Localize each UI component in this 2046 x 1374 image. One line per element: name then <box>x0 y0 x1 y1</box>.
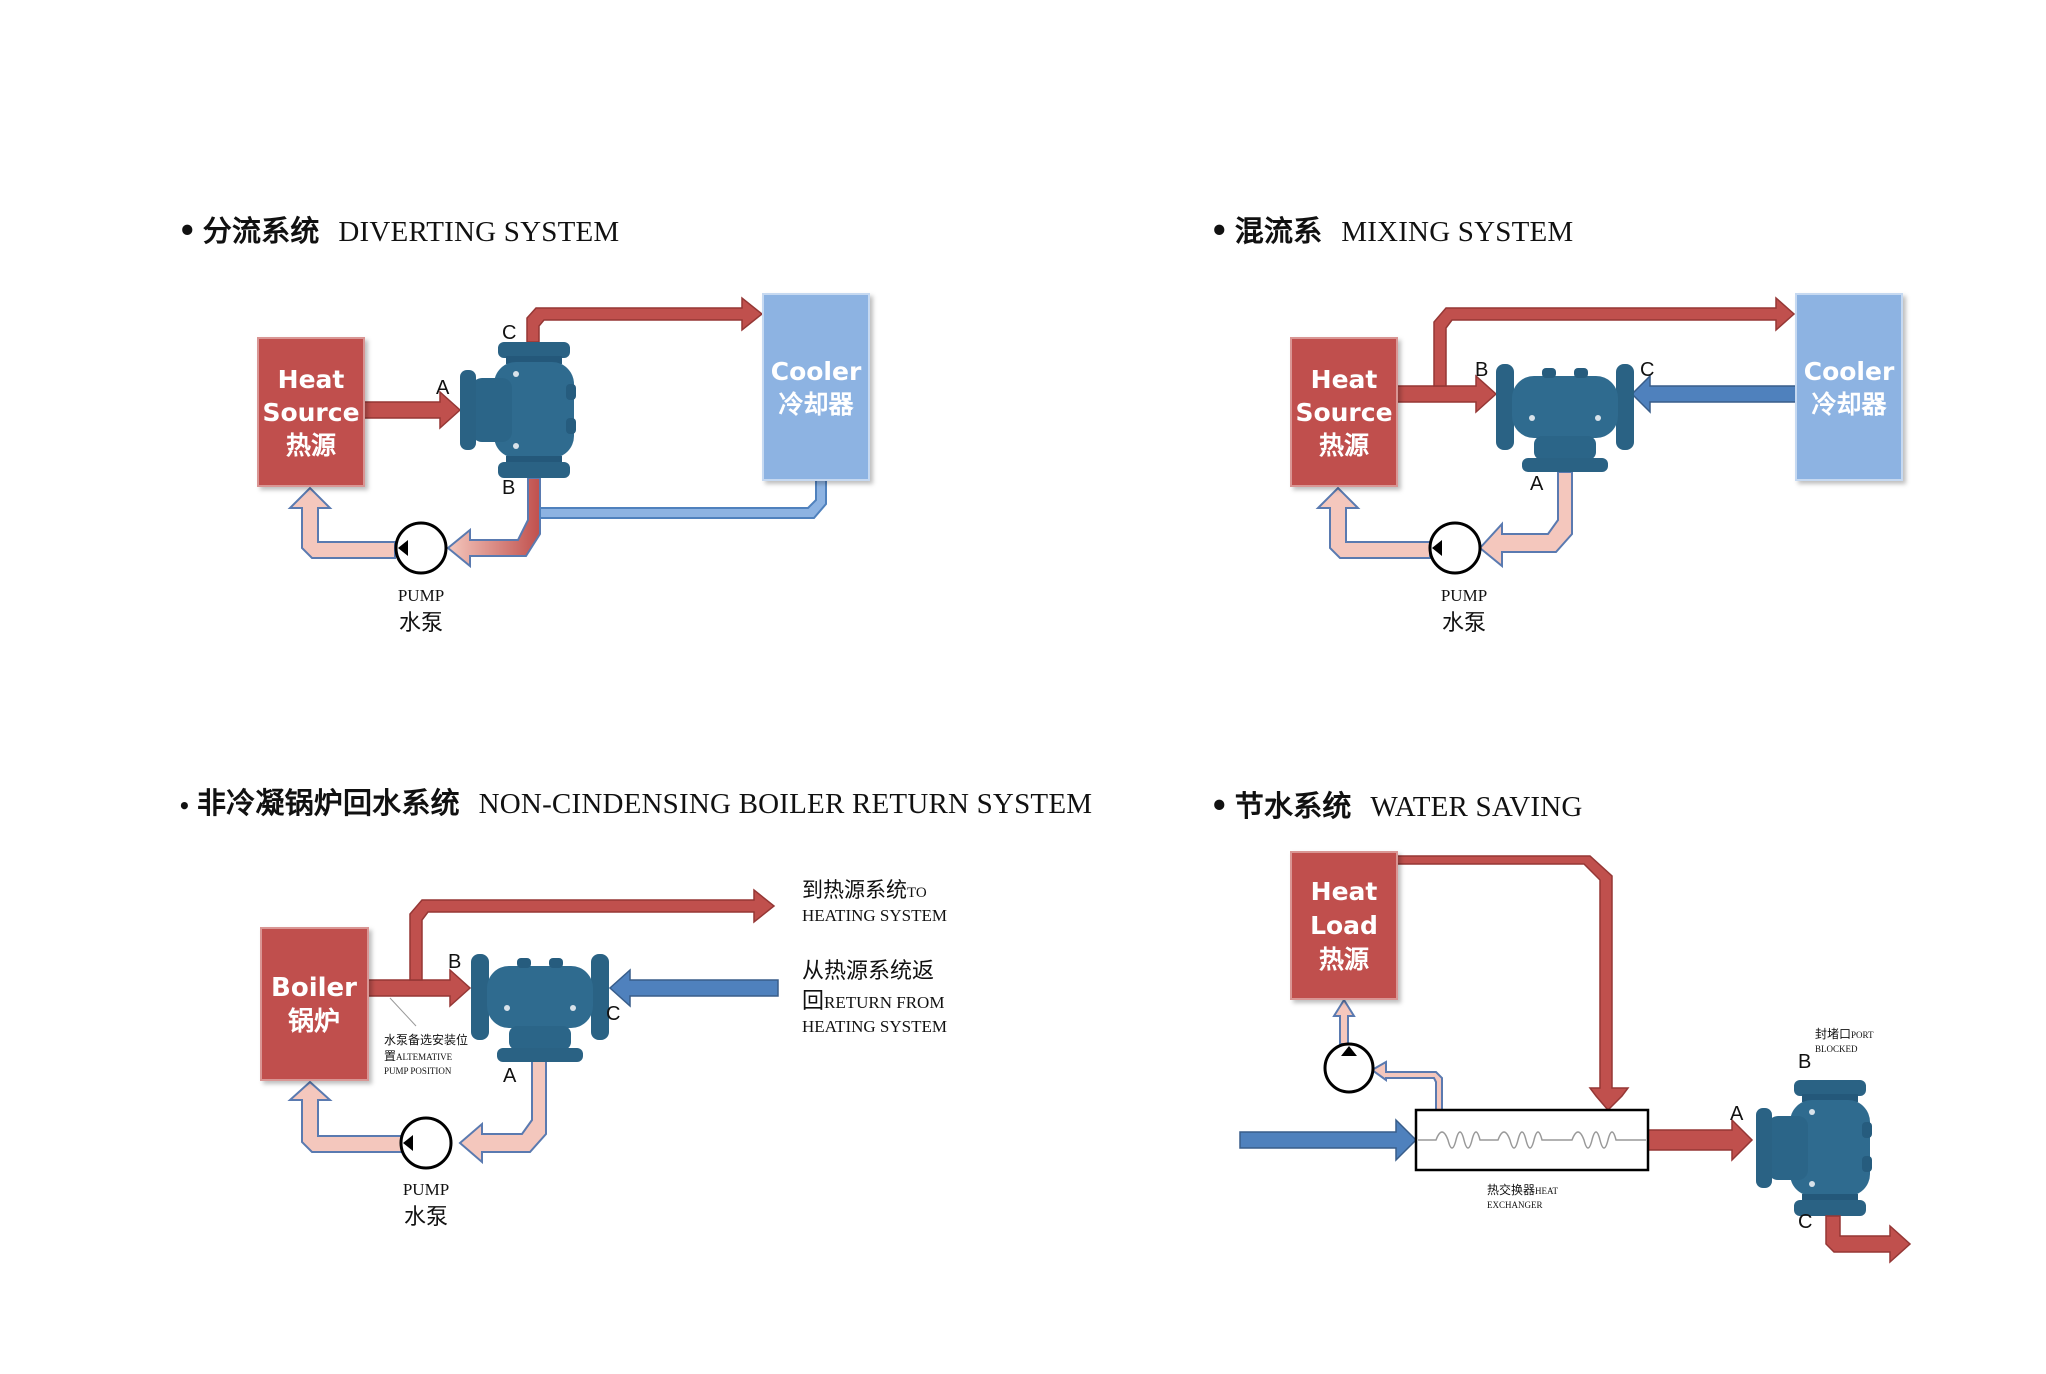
port-label-c: C <box>1798 1211 1812 1233</box>
three-way-valve-icon <box>460 342 576 478</box>
to-heating-label: 到热源系统TO <box>802 878 927 902</box>
return-pipe <box>1478 471 1573 569</box>
pump-label: PUMP <box>403 1180 449 1199</box>
water-saving-diagram: Heat Load 热源 热交换器HEAT EXCHANGER A B C 封堵… <box>1239 851 1912 1264</box>
cooler-label: Cooler <box>771 357 862 386</box>
pump-label-cn: 水泵 <box>1442 611 1486 636</box>
heat-source-box <box>1290 337 1398 487</box>
cooler-label-cn: 冷却器 <box>778 390 854 419</box>
pump-icon <box>1428 521 1482 575</box>
return-from-label: 回RETURN FROM <box>802 989 944 1014</box>
section-title-diverting: •分流系统 DIVERTING SYSTEM <box>178 214 620 248</box>
mixing-diagram: Heat Source 热源 Cooler 冷却器 B C A PUMP 水泵 <box>1290 293 1903 636</box>
alt-pump-label: 置ALTEMATIVE <box>384 1049 453 1063</box>
section-title-mixing: •混流系 MIXING SYSTEM <box>1210 214 1574 248</box>
cold-inlet-arrow <box>1239 1118 1418 1162</box>
three-way-valve-icon <box>1756 1080 1872 1216</box>
heat-source-label: Source <box>1295 398 1392 427</box>
hot-arrow-b <box>1396 374 1498 414</box>
hot-supply-pipe <box>409 888 776 981</box>
heat-source-label-cn: 热源 <box>1319 431 1369 460</box>
diverting-diagram: Heat Source 热源 Cooler 冷却器 A B C PUMP 水泵 <box>257 293 870 636</box>
port-blocked-label-en: BLOCKED <box>1815 1044 1858 1054</box>
port-label-b: B <box>1798 1051 1811 1073</box>
hot-pipe-c <box>526 296 764 343</box>
pump-icon <box>394 521 448 575</box>
heat-source-box <box>257 337 365 487</box>
port-label-c: C <box>1640 359 1654 381</box>
bullet-icon: • <box>1210 789 1229 823</box>
return-pipe-to-source <box>1315 486 1431 559</box>
hot-arrow-a <box>1647 1118 1754 1162</box>
heat-load-label: Load <box>1310 911 1378 940</box>
pump-label: PUMP <box>398 586 444 605</box>
three-way-valve-icon <box>471 954 609 1062</box>
port-label-c: C <box>502 322 516 344</box>
return-pipe-to-boiler <box>287 1080 403 1153</box>
port-label-a: A <box>1530 473 1544 495</box>
return-pipe-to-load <box>1332 998 1356 1045</box>
exchanger-label: 热交换器HEAT <box>1487 1182 1559 1197</box>
pump-icon <box>399 1116 453 1170</box>
return-from-label-en: HEATING SYSTEM <box>802 1017 947 1036</box>
port-label-b: B <box>502 477 515 499</box>
hot-arrow-a <box>363 390 462 430</box>
port-label-b: B <box>1475 359 1488 381</box>
to-heating-label-en: HEATING SYSTEM <box>802 906 947 925</box>
port-label-b: B <box>448 951 461 973</box>
return-pipe <box>458 1059 547 1165</box>
pump-label-cn: 水泵 <box>399 611 443 636</box>
three-way-valve-icon <box>1496 364 1634 472</box>
alt-pump-label-cn: 水泵备选安装位 <box>384 1032 468 1047</box>
hot-outlet-c <box>1825 1215 1912 1264</box>
cooler-label: Cooler <box>1804 357 1895 386</box>
boiler-label: Boiler <box>271 973 357 1003</box>
cooler-return-pipe <box>539 479 827 519</box>
port-label-a: A <box>503 1065 517 1087</box>
port-blocked-label: 封堵口PORT <box>1815 1027 1874 1041</box>
heat-load-box <box>1290 851 1398 1000</box>
alt-pump-label-en: PUMP POSITION <box>384 1066 452 1076</box>
hot-bypass-pipe <box>1433 296 1796 387</box>
return-pipe-to-source <box>287 486 396 559</box>
hot-arrow-b <box>367 968 472 1008</box>
heat-source-label: Source <box>262 398 359 427</box>
return-pipe <box>446 477 541 569</box>
pump-icon <box>1323 1042 1375 1094</box>
bullet-icon: • <box>178 794 191 818</box>
boiler-box <box>260 927 369 1081</box>
boiler-label-cn: 锅炉 <box>288 1007 340 1037</box>
port-label-a: A <box>436 377 450 399</box>
cooler-box <box>762 293 870 481</box>
heat-exchanger-icon <box>1414 1108 1650 1172</box>
heat-load-label-cn: 热源 <box>1319 945 1369 974</box>
section-title-water-saving: •节水系统 WATER SAVING <box>1210 789 1583 823</box>
heat-source-label: Heat <box>1311 365 1378 394</box>
cold-arrow-c <box>1630 374 1797 414</box>
heat-source-label-cn: 热源 <box>286 431 336 460</box>
cooler-box <box>1795 293 1903 481</box>
alt-pump-pointer <box>389 997 417 1027</box>
bullet-icon: • <box>1210 214 1229 248</box>
bullet-icon: • <box>178 214 197 248</box>
hot-pipe-to-exchanger <box>1396 855 1630 1112</box>
pump-label-cn: 水泵 <box>404 1205 448 1230</box>
boiler-return-diagram: Boiler 锅炉 B C A 水泵备选安装位 置ALTEMATIVE PUMP… <box>260 878 947 1230</box>
pump-label: PUMP <box>1441 586 1487 605</box>
return-pipe <box>1370 1060 1443 1111</box>
exchanger-label-en: EXCHANGER <box>1487 1200 1543 1210</box>
port-label-a: A <box>1730 1103 1744 1125</box>
cooler-label-cn: 冷却器 <box>1811 390 1887 419</box>
heat-source-label: Heat <box>278 365 345 394</box>
port-label-c: C <box>606 1003 620 1025</box>
section-title-boiler-return: •非冷凝锅炉回水系统 NON-CINDENSING BOILER RETURN … <box>178 786 1093 820</box>
cold-return-arrow-c <box>608 968 779 1008</box>
return-from-label-cn: 从热源系统返 <box>802 959 934 984</box>
heat-load-label: Heat <box>1311 877 1378 906</box>
